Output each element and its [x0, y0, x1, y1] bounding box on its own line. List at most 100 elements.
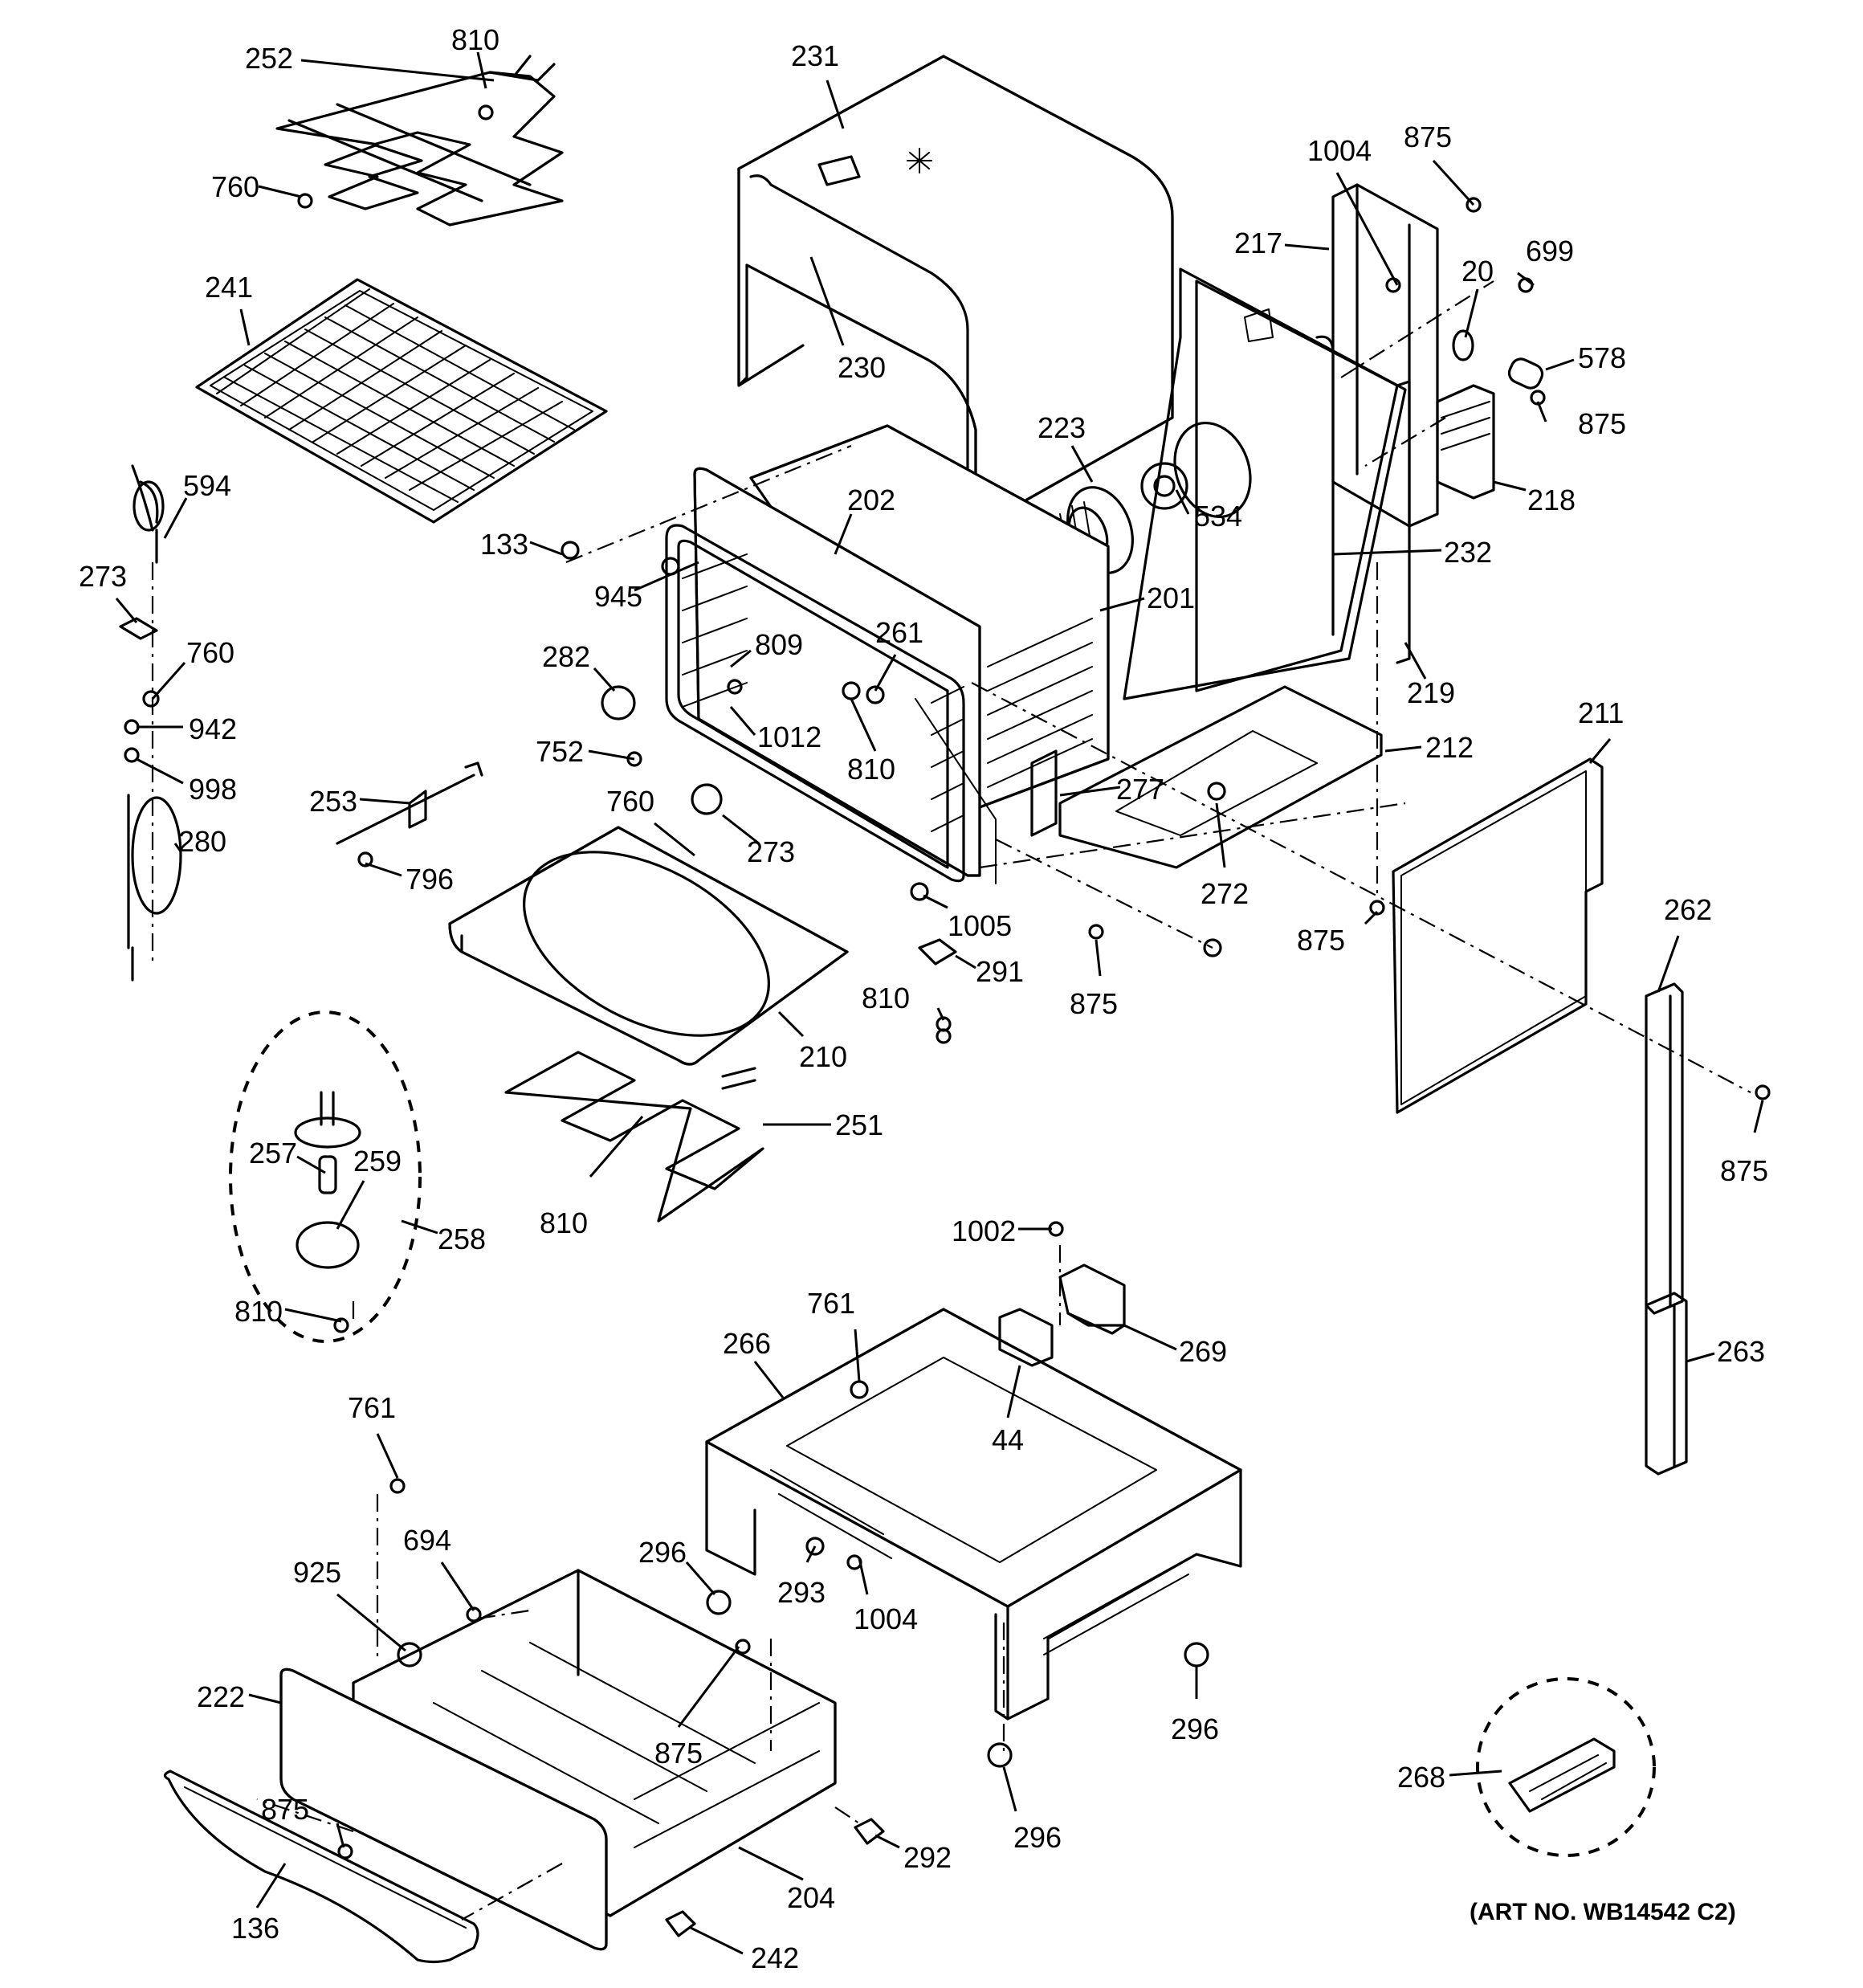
callout-534: 534 [1194, 500, 1242, 533]
art-number: (ART NO. WB14542 C2) [1470, 1899, 1736, 1925]
terminal-273a [119, 617, 158, 640]
callout-1012: 1012 [757, 720, 821, 753]
callout-263: 263 [1717, 1335, 1765, 1368]
callout-273b: 273 [747, 835, 795, 868]
callout-251: 251 [835, 1108, 883, 1141]
screws [124, 104, 1771, 1859]
callout-253: 253 [309, 785, 357, 818]
callout-694: 694 [403, 1524, 451, 1557]
fan-blade-534 [1140, 462, 1188, 510]
callout-261: 261 [875, 616, 923, 649]
callout-241: 241 [205, 271, 253, 304]
callout-280: 280 [178, 825, 226, 858]
callout-204: 204 [787, 1881, 835, 1914]
oven-frame-202 [665, 467, 997, 884]
callout-796: 796 [406, 863, 454, 896]
callout-1002: 1002 [952, 1214, 1016, 1247]
side-trim-263 [1645, 1292, 1688, 1476]
callout-296b: 296 [1171, 1712, 1219, 1745]
rod-253 [336, 761, 483, 845]
callout-296a: 296 [638, 1536, 687, 1569]
rear-wrapper-232 [1123, 267, 1407, 700]
callout-212: 212 [1425, 731, 1474, 764]
leader-lines [115, 51, 1764, 1955]
sensor-280 [127, 794, 182, 982]
callout-201: 201 [1147, 582, 1195, 614]
callout-810d: 810 [540, 1206, 588, 1239]
callout-810a: 810 [451, 23, 499, 56]
callout-218: 218 [1527, 484, 1576, 516]
bake-element-251 [504, 1051, 764, 1223]
fan-shroud-opening [1173, 421, 1252, 519]
glide-292 [854, 1818, 885, 1845]
callout-252a: 252 [245, 42, 293, 75]
callout-266: 266 [723, 1327, 771, 1360]
callout-594: 594 [183, 469, 231, 502]
callout-942: 942 [189, 712, 237, 745]
drawer-handle-136 [163, 1770, 479, 1964]
oven-bottom-pan-210 [448, 826, 849, 1066]
callout-925: 925 [293, 1556, 341, 1589]
callout-293: 293 [777, 1576, 826, 1609]
callout-1004a: 1004 [1307, 134, 1372, 167]
callout-875b: 875 [1578, 407, 1626, 440]
detail-circle-268 [1476, 1677, 1656, 1857]
callout-211: 211 [1578, 696, 1624, 729]
callout-222: 222 [197, 1680, 245, 1713]
bracket-44 [998, 1308, 1054, 1367]
bracket-277 [1030, 749, 1058, 837]
callout-210: 210 [799, 1040, 847, 1073]
callout-202: 202 [847, 484, 895, 516]
callout-761b: 761 [348, 1391, 396, 1424]
callout-269: 269 [1179, 1335, 1227, 1368]
callout-296c: 296 [1013, 1821, 1062, 1854]
drawer-front-222 [279, 1668, 608, 1951]
callout-760c: 760 [606, 785, 654, 818]
callout-44: 44 [992, 1423, 1024, 1456]
back-bracket-218 [1436, 384, 1495, 500]
callout-578: 578 [1578, 341, 1626, 374]
callout-761a: 761 [807, 1287, 855, 1320]
callout-810e: 810 [234, 1295, 283, 1328]
detail-ellipse-258 [229, 1010, 422, 1343]
callout-232: 232 [1444, 536, 1492, 569]
callout-230: 230 [838, 351, 886, 384]
callout-272: 272 [1201, 877, 1249, 910]
callout-875e: 875 [1720, 1154, 1768, 1187]
inset-bracket-268 [1508, 1737, 1616, 1813]
callout-273a: 273 [79, 560, 127, 593]
callout-875f: 875 [261, 1793, 309, 1826]
callout-760b: 760 [186, 636, 234, 669]
callout-810b: 810 [847, 753, 895, 786]
callout-945: 945 [594, 580, 642, 613]
outer-wrapper-231 [737, 55, 1174, 530]
callout-809: 809 [755, 628, 803, 661]
callout-760a: 760 [211, 170, 259, 203]
callout-259: 259 [353, 1145, 402, 1178]
assembly-lines [151, 280, 1751, 1921]
callout-217: 217 [1234, 227, 1282, 259]
callout-875g: 875 [654, 1737, 703, 1770]
knob-578 [1507, 357, 1544, 390]
callout-223: 223 [1037, 411, 1086, 444]
callout-231: 231 [791, 39, 839, 72]
callout-282: 282 [542, 640, 590, 673]
callout-242: 242 [751, 1941, 799, 1974]
oven-bottom-212 [1058, 685, 1383, 869]
callout-292: 292 [903, 1841, 952, 1874]
callout-875d: 875 [1297, 924, 1345, 957]
callout-752: 752 [536, 735, 584, 768]
oven-rack-241 [195, 278, 608, 524]
callout-875c: 875 [1070, 987, 1118, 1020]
callout-277: 277 [1116, 773, 1164, 806]
callout-136: 136 [231, 1912, 279, 1945]
clip-242 [665, 1910, 696, 1937]
callout-20: 20 [1461, 255, 1494, 288]
callout-labels: 252 810 760 241 231 230 1004 875 217 20 … [79, 23, 1768, 1974]
callout-268: 268 [1397, 1761, 1445, 1794]
callout-291: 291 [976, 955, 1024, 988]
callout-1004b: 1004 [854, 1602, 918, 1635]
callout-810c: 810 [862, 982, 910, 1014]
wire-594 [131, 464, 165, 564]
